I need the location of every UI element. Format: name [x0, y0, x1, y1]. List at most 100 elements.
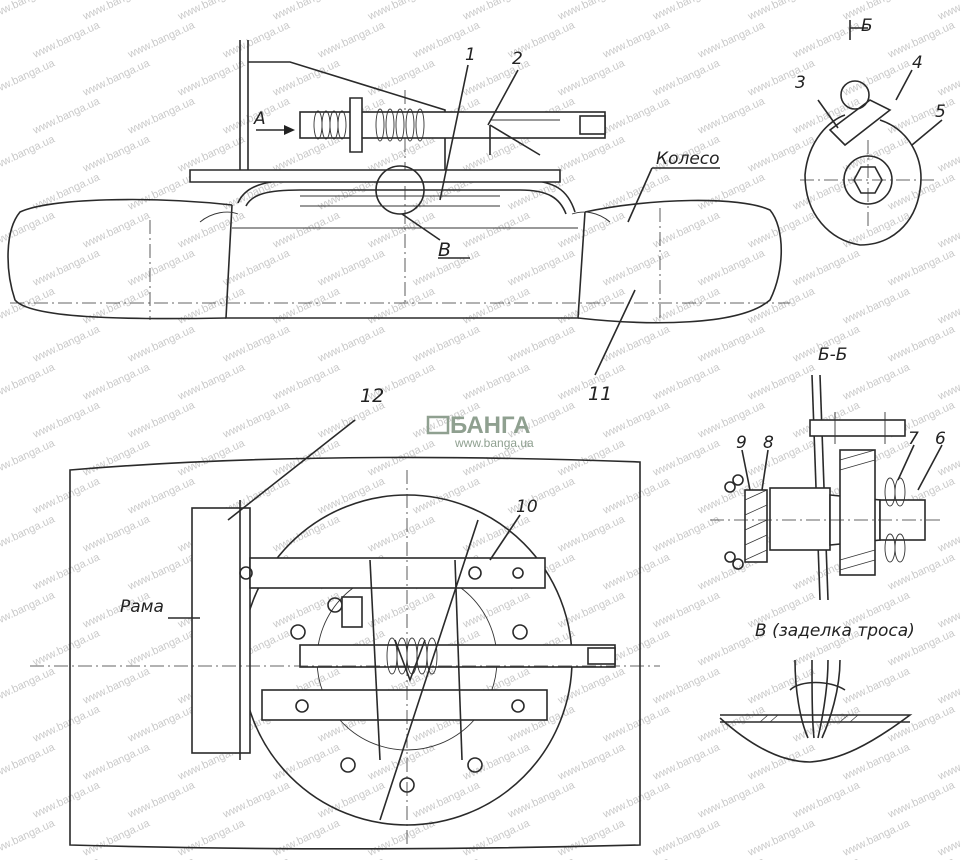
watermark-text: www.banga.ua: [30, 399, 102, 441]
watermark-text: www.banga.ua: [80, 513, 152, 555]
watermark-text: www.banga.ua: [695, 323, 767, 365]
watermark-text: www.banga.ua: [790, 171, 862, 213]
watermark-text: www.banga.ua: [80, 133, 152, 175]
watermark-text: www.banga.ua: [270, 741, 342, 783]
watermark-text: www.banga.ua: [0, 133, 57, 175]
watermark-text: www.banga.ua: [460, 209, 532, 251]
label-section-bb: Б-Б: [818, 345, 847, 365]
watermark-text: www.banga.ua: [650, 741, 722, 783]
watermark-text: www.banga.ua: [460, 133, 532, 175]
watermark-text: www.banga.ua: [935, 361, 961, 403]
watermark-text: www.banga.ua: [175, 0, 247, 23]
watermark-text: www.banga.ua: [600, 95, 672, 137]
watermark-text: www.banga.ua: [0, 361, 57, 403]
watermark-text: www.banga.ua: [460, 361, 532, 403]
watermark-text: www.banga.ua: [745, 817, 817, 859]
watermark-text: www.banga.ua: [840, 57, 912, 99]
watermark-text: www.banga.ua: [650, 209, 722, 251]
watermark-text: www.banga.ua: [270, 209, 342, 251]
watermark-text: www.banga.ua: [0, 665, 57, 707]
watermark-text: www.banga.ua: [650, 361, 722, 403]
watermark-text: www.banga.ua: [505, 323, 577, 365]
watermark-text: www.banga.ua: [935, 57, 961, 99]
watermark-text: www.banga.ua: [270, 817, 342, 859]
watermark-text: www.banga.ua: [555, 209, 627, 251]
detail-v: [719, 659, 913, 763]
watermark-text: www.banga.ua: [220, 399, 292, 441]
watermark-text: www.banga.ua: [935, 0, 961, 23]
watermark-text: www.banga.ua: [745, 0, 817, 23]
watermark-text: www.banga.ua: [555, 513, 627, 555]
watermark-text: www.banga.ua: [745, 133, 817, 175]
watermark-text: www.banga.ua: [80, 285, 152, 327]
watermark-text: www.banga.ua: [270, 133, 342, 175]
watermark-text: www.banga.ua: [0, 817, 57, 859]
watermark-text: www.banga.ua: [125, 323, 197, 365]
watermark-text: www.banga.ua: [935, 589, 961, 631]
watermark-text: www.banga.ua: [0, 285, 57, 327]
watermark-text: www.banga.ua: [695, 19, 767, 61]
label-1: 1: [465, 45, 476, 65]
watermark-text: www.banga.ua: [30, 703, 102, 745]
watermark-text: www.banga.ua: [745, 285, 817, 327]
watermark-text: www.banga.ua: [885, 247, 957, 289]
watermark-text: www.banga.ua: [695, 703, 767, 745]
watermark-text: www.banga.ua: [745, 361, 817, 403]
label-detail-v: В: [438, 239, 451, 261]
watermark-text: www.banga.ua: [125, 247, 197, 289]
watermark-text: www.banga.ua: [80, 817, 152, 859]
watermark-text: www.banga.ua: [0, 57, 57, 99]
watermark-text: www.banga.ua: [0, 513, 57, 555]
watermark-text: www.banga.ua: [790, 703, 862, 745]
watermark-text: www.banga.ua: [125, 551, 197, 593]
watermark-text: www.banga.ua: [745, 665, 817, 707]
watermark-text: www.banga.ua: [885, 779, 957, 821]
watermark-text: www.banga.ua: [745, 57, 817, 99]
watermark-text: www.banga.ua: [30, 247, 102, 289]
watermark-text: www.banga.ua: [410, 323, 482, 365]
label-6: 6: [935, 429, 946, 449]
callouts: 1 2 3 4 5 6 7 8 9 10 11 12 A Б Б-Б В В (…: [120, 16, 946, 641]
watermark-text: www.banga.ua: [365, 513, 437, 555]
label-11: 11: [588, 383, 612, 405]
watermark-text: www.banga.ua: [555, 817, 627, 859]
watermark-text: www.banga.ua: [365, 589, 437, 631]
watermark-text: www.banga.ua: [840, 741, 912, 783]
label-detail-v-caption: В (заделка троса): [755, 621, 915, 641]
watermark-text: www.banga.ua: [175, 361, 247, 403]
watermark-text: www.banga.ua: [840, 285, 912, 327]
watermark-text: www.banga.ua: [505, 779, 577, 821]
watermark-text: www.banga.ua: [460, 741, 532, 783]
watermark-text: www.banga.ua: [650, 0, 722, 23]
watermark-text: www.banga.ua: [175, 817, 247, 859]
watermark-text: www.banga.ua: [840, 361, 912, 403]
watermark-text: www.banga.ua: [30, 627, 102, 669]
watermark-text: www.banga.ua: [80, 665, 152, 707]
watermark-text: www.banga.ua: [840, 817, 912, 859]
watermark-text: www.banga.ua: [80, 361, 152, 403]
watermark-text: www.banga.ua: [935, 209, 961, 251]
watermark-text: www.banga.ua: [460, 513, 532, 555]
watermark-text: www.banga.ua: [695, 399, 767, 441]
watermark-text: www.banga.ua: [80, 437, 152, 479]
watermark-text: www.banga.ua: [840, 209, 912, 251]
watermark-text: www.banga.ua: [80, 209, 152, 251]
watermark-text: www.banga.ua: [175, 57, 247, 99]
watermark-text: www.banga.ua: [600, 703, 672, 745]
watermark-text: www.banga.ua: [125, 703, 197, 745]
watermark-text: www.banga.ua: [365, 57, 437, 99]
view-b: [800, 20, 943, 246]
watermark-text: www.banga.ua: [125, 475, 197, 517]
watermark-text: www.banga.ua: [600, 779, 672, 821]
watermark-text: www.banga.ua: [695, 247, 767, 289]
watermark-text: www.banga.ua: [365, 0, 437, 23]
watermark-text: www.banga.ua: [840, 665, 912, 707]
label-10: 10: [516, 497, 538, 517]
watermark-text: www.banga.ua: [365, 285, 437, 327]
watermark-text: www.banga.ua: [695, 779, 767, 821]
watermark-text: www.banga.ua: [650, 817, 722, 859]
watermark-text: www.banga.ua: [650, 285, 722, 327]
watermark-text: www.banga.ua: [460, 0, 532, 23]
watermark-text: www.banga.ua: [650, 513, 722, 555]
watermark-text: www.banga.ua: [220, 19, 292, 61]
